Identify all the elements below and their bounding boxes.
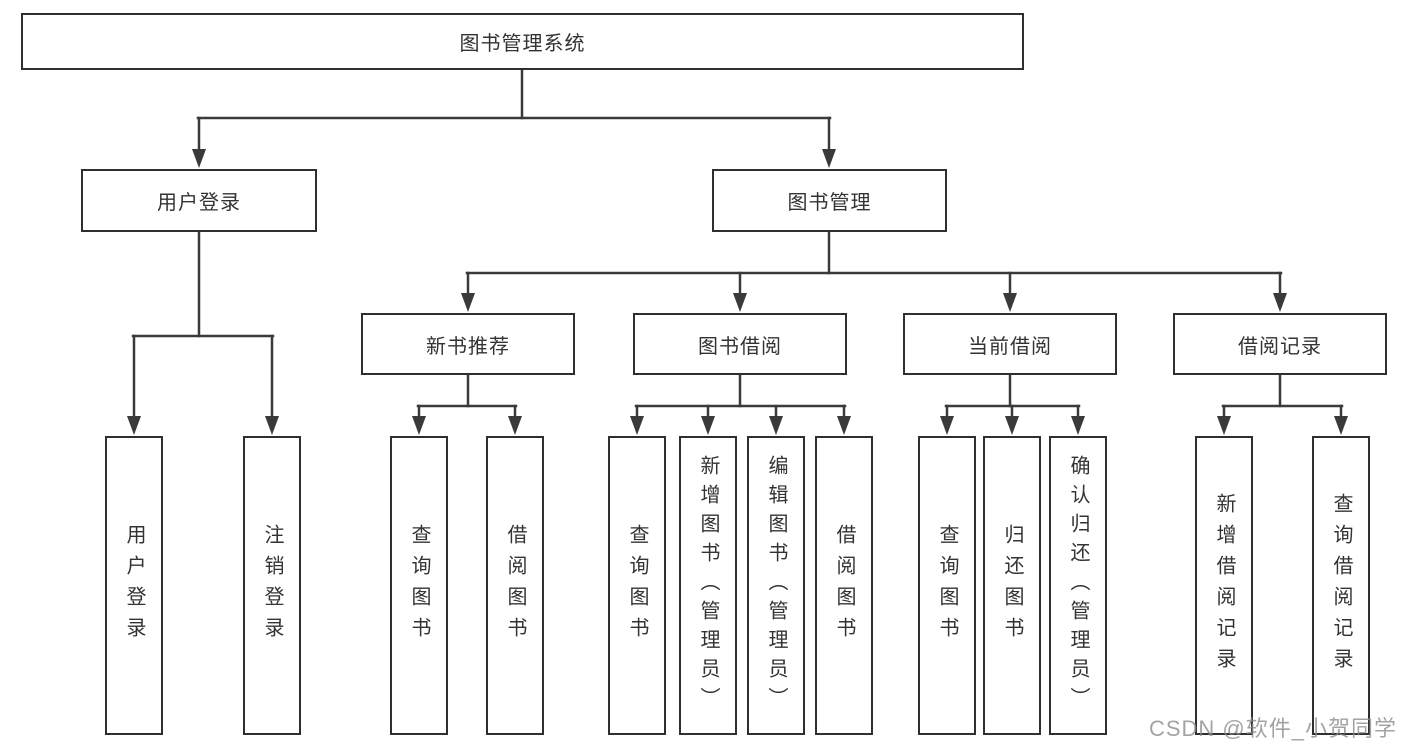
node-current-borrowing: 当前借阅	[903, 313, 1117, 375]
node-label: 编辑图书（管理员）	[765, 455, 787, 716]
leaf-add-borrow-record: 新增借阅记录	[1195, 436, 1253, 735]
node-borrowing-records: 借阅记录	[1173, 313, 1387, 375]
node-label: 图书借阅	[698, 335, 782, 358]
node-label: 归还图书	[1001, 523, 1023, 648]
leaf-query-books-recommend: 查询图书	[390, 436, 448, 735]
csdn-watermark: CSDN @软件_小贺同学	[1148, 716, 1397, 741]
node-label: 新书推荐	[426, 335, 510, 358]
node-user-login: 用户登录	[81, 169, 317, 232]
arrowheads	[127, 149, 1348, 435]
leaf-borrow-books-borrowing: 借阅图书	[815, 436, 873, 735]
node-label: 当前借阅	[968, 335, 1052, 358]
node-label: 查询图书	[626, 523, 648, 648]
leaf-confirm-return-admin: 确认归还（管理员）	[1049, 436, 1107, 735]
node-new-book-recommendation: 新书推荐	[361, 313, 575, 375]
leaf-query-books-borrowing: 查询图书	[608, 436, 666, 735]
node-label: 图书管理	[787, 192, 872, 214]
leaf-add-book-admin: 新增图书（管理员）	[679, 436, 737, 735]
node-label: 查询图书	[936, 523, 958, 648]
node-label: 借阅图书	[504, 523, 526, 648]
leaf-query-borrow-record: 查询借阅记录	[1312, 436, 1370, 735]
node-label: 用户登录	[123, 523, 145, 648]
node-label: 图书管理系统	[459, 33, 586, 55]
node-label: 新增借阅记录	[1213, 492, 1235, 679]
node-label: 用户登录	[157, 192, 241, 214]
node-label: 确认归还（管理员）	[1067, 455, 1089, 716]
leaf-borrow-books-recommend: 借阅图书	[486, 436, 544, 735]
leaf-user-login: 用户登录	[105, 436, 163, 735]
node-label: 注销登录	[261, 523, 283, 648]
node-book-management: 图书管理	[712, 169, 947, 232]
leaf-edit-book-admin: 编辑图书（管理员）	[747, 436, 805, 735]
leaf-return-books: 归还图书	[983, 436, 1041, 735]
node-label: 新增图书（管理员）	[697, 455, 719, 716]
node-label: 借阅图书	[833, 523, 855, 648]
node-label: 借阅记录	[1238, 335, 1322, 358]
node-book-borrowing: 图书借阅	[633, 313, 847, 375]
leaf-query-books-current: 查询图书	[918, 436, 976, 735]
node-label: 查询借阅记录	[1330, 492, 1352, 679]
node-library-management-system: 图书管理系统	[21, 13, 1024, 70]
leaf-logout: 注销登录	[243, 436, 301, 735]
node-label: 查询图书	[408, 523, 430, 648]
